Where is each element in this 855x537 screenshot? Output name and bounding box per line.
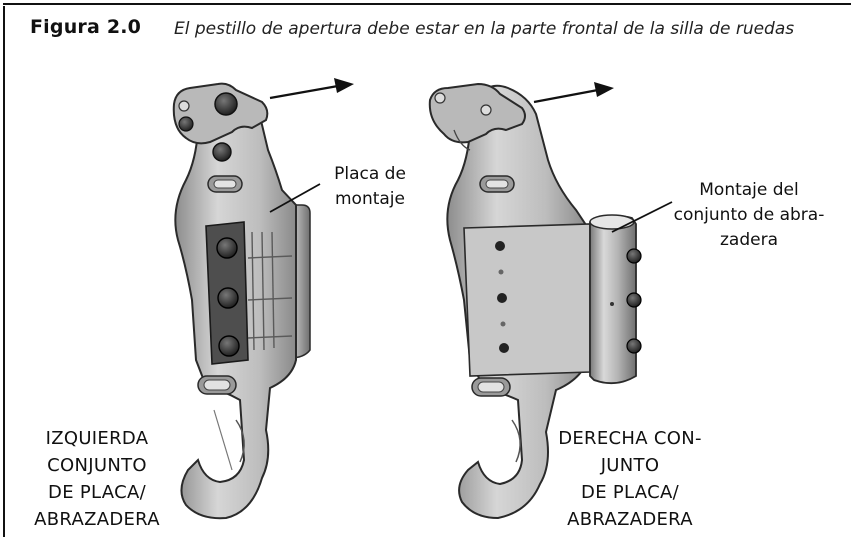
label-clamp-assembly: Montaje del conjunto de abra- zadera — [673, 180, 825, 250]
right-plate-assembly — [428, 82, 642, 520]
arrow-left — [269, 78, 354, 100]
leader-mounting-plate — [269, 183, 321, 213]
label-left-assembly: IZQUIERDA CONJUNTO DE PLACA/ ABRAZADERA — [34, 428, 160, 530]
leader-clamp-assembly — [611, 201, 673, 233]
left-plate-assembly — [172, 82, 311, 520]
label-mounting-plate: Placa de montaje — [334, 164, 406, 209]
figure-label: Figura 2.0 — [30, 16, 142, 38]
top-border — [3, 3, 851, 5]
label-right-assembly: DERECHA CON- JUNTO DE PLACA/ ABRAZADERA — [558, 428, 702, 530]
arrow-right — [533, 82, 614, 104]
left-border — [3, 6, 5, 537]
figure-caption: El pestillo de apertura debe estar en la… — [174, 19, 795, 39]
